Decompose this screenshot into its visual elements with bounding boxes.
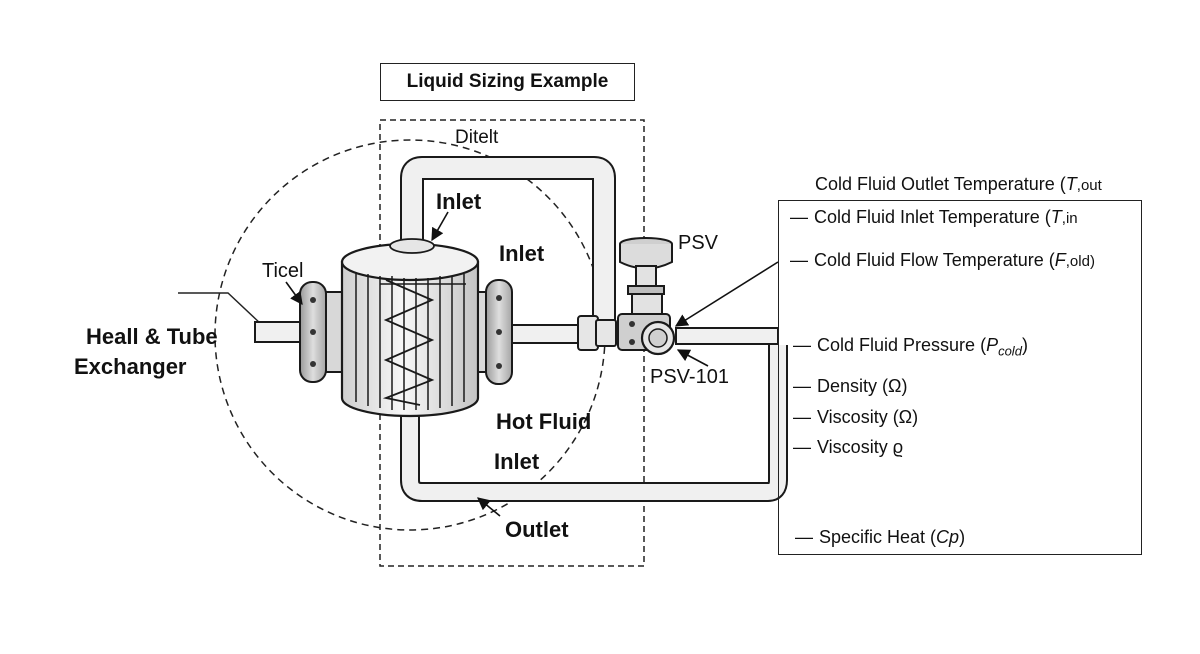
- inlet-arrow: [431, 211, 449, 242]
- ticel-arrow: [285, 281, 303, 306]
- diagram-title: Liquid Sizing Example: [406, 71, 609, 92]
- inlet-label-bottom: Inlet: [494, 449, 540, 474]
- parameters-box: [778, 200, 1142, 555]
- inlet-label-right: Inlet: [499, 241, 545, 266]
- param-outlet-temp: Cold Fluid Outlet Temperature (T,out: [815, 174, 1102, 194]
- top-dashed-label: Ditelt: [455, 127, 499, 148]
- exchanger-label-line2: Exchanger: [74, 354, 187, 379]
- psv-tag-label: PSV-101: [650, 366, 729, 388]
- right-flange: [477, 279, 513, 385]
- param-specific-heat: —Specific Heat (Cp): [795, 527, 966, 547]
- outlet-label: Outlet: [505, 517, 569, 542]
- param-viscosity-2: —Viscosity ϱ: [793, 437, 904, 457]
- shell-vessel: [340, 238, 480, 418]
- dashed-boundary-rect: [379, 119, 645, 567]
- param-pressure: —Cold Fluid Pressure (Pcold): [793, 335, 1028, 359]
- ticel-label: Ticel: [262, 260, 304, 282]
- param-density: —Density (Ω): [793, 376, 908, 396]
- param-inlet-temp: —Cold Fluid Inlet Temperature (T,in: [790, 207, 1078, 227]
- left-flange: [299, 281, 343, 383]
- inlet-label-top: Inlet: [436, 189, 482, 214]
- param-flow-temp: —Cold Fluid Flow Temperature (F,old): [790, 250, 1095, 270]
- psv-outlet-pipe: [675, 327, 779, 345]
- hot-fluid-label: Hot Fluid: [496, 409, 592, 434]
- outlet-arrow: [477, 497, 501, 517]
- psv-tag-arrow: [674, 261, 779, 327]
- psv-valve: [617, 237, 676, 356]
- psv101-tag-arrow: [676, 349, 709, 367]
- diagram-title-box: Liquid Sizing Example: [380, 63, 635, 101]
- psv-label: PSV: [678, 232, 719, 254]
- param-viscosity-1: —Viscosity (Ω): [793, 407, 919, 427]
- exchanger-label-line1: Heall & Tube: [86, 324, 218, 349]
- pipe-tee: [577, 315, 617, 351]
